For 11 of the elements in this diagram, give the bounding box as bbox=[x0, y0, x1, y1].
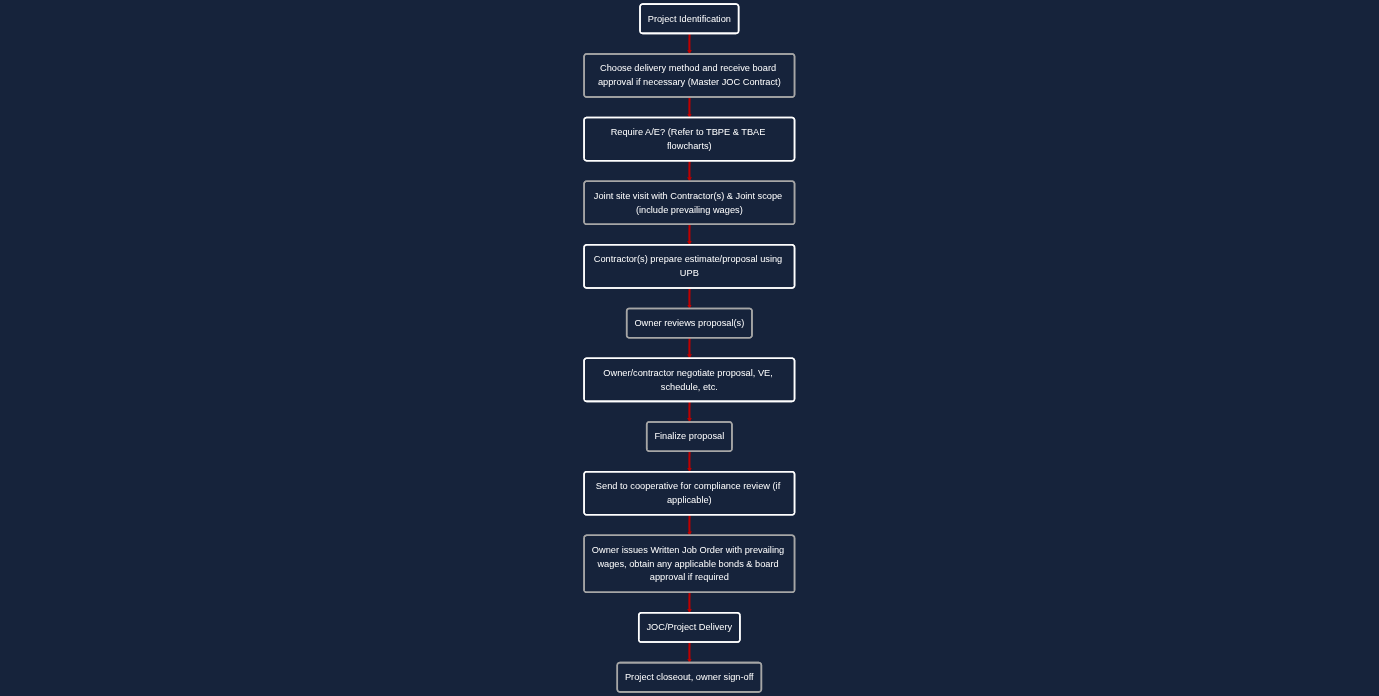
arrow bbox=[687, 515, 692, 536]
arrow bbox=[687, 97, 692, 118]
arrow bbox=[687, 401, 692, 423]
arrow bbox=[687, 33, 692, 55]
arrow bbox=[687, 592, 692, 614]
arrow bbox=[687, 288, 692, 309]
arrow bbox=[687, 451, 692, 473]
arrow bbox=[687, 642, 692, 664]
arrow bbox=[687, 160, 692, 182]
arrow bbox=[687, 337, 692, 359]
arrow bbox=[687, 224, 692, 246]
